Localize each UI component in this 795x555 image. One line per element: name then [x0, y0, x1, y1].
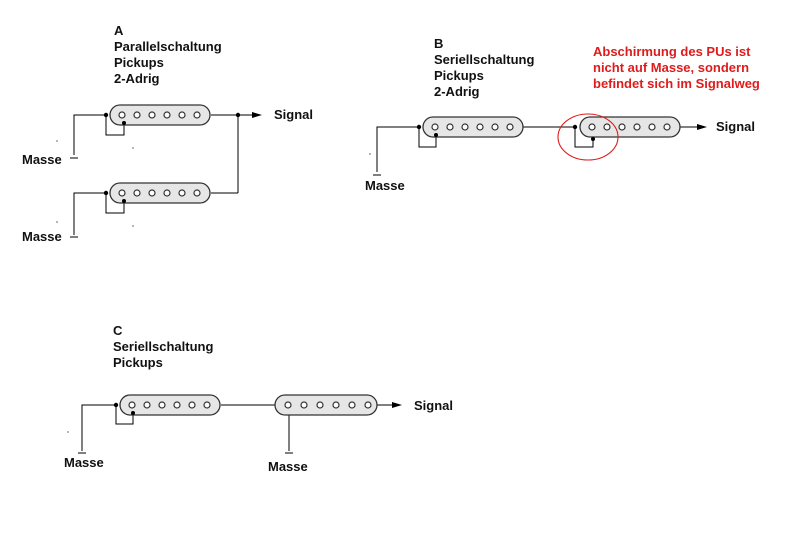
diagram-b-ground-label: Masse [365, 178, 405, 193]
diagram-c-letter: C [113, 323, 123, 338]
diagram-b-title-line-1: Seriellschaltung [434, 52, 535, 67]
junction-dot [113, 402, 119, 408]
diagram-a-ground-label-2: Masse [22, 229, 62, 244]
diagram-a-title: A Parallelschaltung Pickups 2-Adrig [114, 23, 222, 87]
diagram-b-letter: B [434, 36, 444, 51]
diagram-a-signal-label: Signal [274, 107, 314, 122]
pickup-b2-icon [579, 116, 681, 138]
diagram-b-note-line-3: befindet sich im Signalweg [593, 76, 760, 91]
junction-dot [572, 124, 578, 130]
diagram-a-letter: A [114, 23, 124, 38]
diagram-b-note-line-2: nicht auf Masse, sondern [593, 60, 750, 75]
diagram-c-ground-label-2: Masse [268, 459, 308, 474]
junction-dot [122, 199, 126, 203]
junction-dot [122, 121, 126, 125]
highlight-circle [557, 113, 619, 161]
diagram-b-title-line-3: 2-Adrig [434, 84, 480, 99]
diagram-b-signal-label: Signal [716, 119, 756, 134]
diagram-a-title-line-2: Pickups [114, 55, 164, 70]
diagram-a-wiring [70, 114, 254, 238]
pickup-c2-icon [274, 394, 378, 416]
junction-dot [103, 112, 109, 118]
pickup-b1-icon [422, 116, 524, 138]
diagram-c-title-line-1: Seriellschaltung [113, 339, 214, 354]
diagram-c-signal-label: Signal [414, 398, 454, 413]
diagram-b-note-line-1: Abschirmung des PUs ist [593, 44, 751, 59]
diagram-b-title-line-2: Pickups [434, 68, 484, 83]
diagram-c-ground-label-1: Masse [64, 455, 104, 470]
signal-arrow-a-icon [252, 112, 262, 118]
signal-arrow-b-icon [697, 124, 707, 130]
junction-dot [103, 190, 109, 196]
diagram-a-title-line-3: 2-Adrig [114, 71, 160, 86]
junction-dot [235, 112, 241, 118]
junction-dot [131, 411, 135, 415]
diagram-b-wiring [373, 126, 698, 176]
junction-dot [591, 137, 595, 141]
pickup-c1-icon [119, 394, 221, 416]
diagram-c-title: C Seriellschaltung Pickups [113, 323, 213, 371]
diagram-a-ground-label-1: Masse [22, 152, 62, 167]
junction-dot [434, 133, 438, 137]
diagram-b-title: B Seriellschaltung Pickups 2-Adrig [434, 36, 534, 100]
diagram-c-wiring [78, 404, 392, 454]
signal-arrow-c-icon [392, 402, 402, 408]
junction-dot [416, 124, 422, 130]
diagram-b-note: Abschirmung des PUs ist nicht auf Masse,… [593, 44, 760, 92]
diagram-c-title-line-2: Pickups [113, 355, 163, 370]
diagram-a-title-line-1: Parallelschaltung [114, 39, 222, 54]
